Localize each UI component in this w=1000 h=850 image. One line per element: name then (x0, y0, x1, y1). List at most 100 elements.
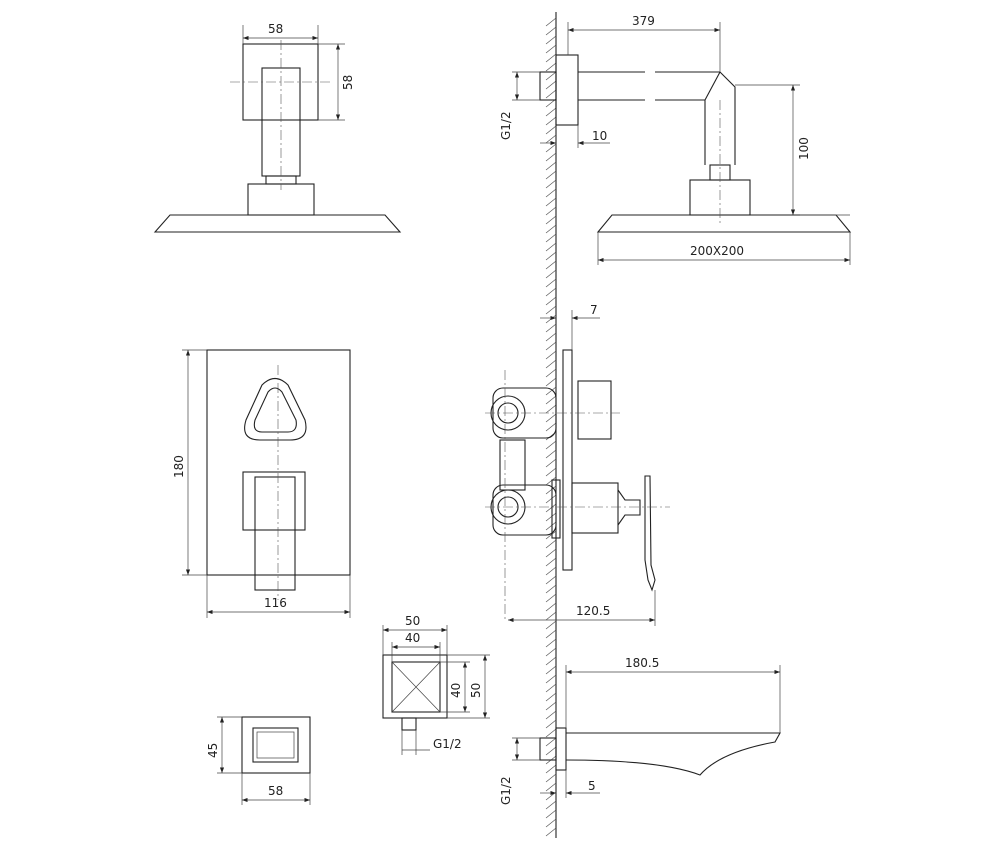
wall-hatch-line (545, 377, 557, 387)
wall-hatch-line (545, 737, 557, 747)
dim-mixer-plate-width: 116 (264, 596, 287, 610)
wall-hatch-line (545, 692, 557, 702)
dim-head-top-width: 58 (268, 22, 283, 36)
wall-hatch-line (545, 224, 557, 234)
wall-hatch-line (545, 188, 557, 198)
wall-hatch-line (545, 575, 557, 585)
wall-hatch-line (545, 467, 557, 477)
wall-hatch-line (545, 701, 557, 711)
wall-hatch-line (545, 710, 557, 720)
wall (545, 12, 557, 838)
wall-hatch-line (545, 809, 557, 819)
wall-hatch-line (545, 620, 557, 630)
wall-hatch-line (545, 782, 557, 792)
wall-hatch-line (545, 107, 557, 117)
wall-hatch-line (545, 638, 557, 648)
wall-hatch-line (545, 800, 557, 810)
wall-hatch-line (545, 179, 557, 189)
wall-hatch-line (545, 449, 557, 459)
dim-spout-plate-height: 45 (206, 743, 220, 758)
dim-outlet-inner-height: 40 (449, 683, 463, 698)
dim-outlet-outer-width: 50 (405, 614, 420, 628)
wall-hatch-line (545, 476, 557, 486)
wall-hatch-line (545, 647, 557, 657)
wall-hatch-line (545, 359, 557, 369)
wall-hatch-line (545, 665, 557, 675)
wall-hatch-line (545, 404, 557, 414)
wall-hatch-line (545, 530, 557, 540)
wall-hatch-line (545, 557, 557, 567)
wall-hatch-line (545, 773, 557, 783)
wall-hatch-line (545, 269, 557, 279)
dim-head-flange: 10 (592, 129, 607, 143)
wall-hatch-line (545, 683, 557, 693)
wall-hatch-line (545, 71, 557, 81)
wall-hatch-line (545, 278, 557, 288)
wall-hatch-line (545, 62, 557, 72)
wall-hatch-line (545, 539, 557, 549)
wall-hatch-line (545, 485, 557, 495)
wall-hatch-line (545, 314, 557, 324)
wall-hatch-line (545, 251, 557, 261)
wall-hatch-line (545, 719, 557, 729)
wall-hatch-line (545, 287, 557, 297)
wall-hatch-line (545, 26, 557, 36)
wall-hatch-line (545, 350, 557, 360)
dim-arm-length: 379 (632, 14, 655, 28)
dim-spout-length: 180.5 (625, 656, 659, 670)
wall-hatch-line (545, 305, 557, 315)
mixer-side-view: 7 120.5 (485, 303, 670, 626)
wall-hatch-line (545, 512, 557, 522)
dim-outlet-outer-height: 50 (469, 683, 483, 698)
mixer-front-view: 180 116 (172, 349, 351, 618)
wall-hatch-line (545, 584, 557, 594)
spout-side-view: 180.5 G1/2 5 (499, 656, 781, 805)
wall-hatch-line (545, 242, 557, 252)
wall-hatch-line (545, 629, 557, 639)
dim-spout-thread: G1/2 (499, 776, 513, 805)
dim-head-thread: G1/2 (499, 111, 513, 140)
dim-outlet-inner-width: 40 (405, 631, 420, 645)
wall-hatch-line (545, 422, 557, 432)
dim-mixer-plate-height: 180 (172, 455, 186, 478)
wall-hatch-line (545, 593, 557, 603)
wall-hatch-line (545, 260, 557, 270)
wall-hatch-line (545, 233, 557, 243)
wall-hatch-line (545, 566, 557, 576)
wall-hatch-line (545, 332, 557, 342)
dim-mixer-plate-depth: 7 (590, 303, 598, 317)
dim-head-size: 200X200 (690, 244, 744, 258)
wall-hatch-line (545, 296, 557, 306)
wall-hatch-line (545, 503, 557, 513)
wall-hatch-line (545, 674, 557, 684)
wall-hatch-line (545, 521, 557, 531)
wall-hatch-line (545, 818, 557, 828)
wall-hatch-line (545, 80, 557, 90)
wall-hatch-line (545, 35, 557, 45)
dim-outlet-thread: G1/2 (433, 737, 462, 751)
wall-hatch-line (545, 206, 557, 216)
shower-arm-side-view: 379 100 200X200 G1/2 10 (499, 14, 852, 265)
dim-spout-flange: 5 (588, 779, 596, 793)
wall-hatch-line (545, 611, 557, 621)
wall-hatch-line (545, 413, 557, 423)
wall-hatch-line (545, 170, 557, 180)
wall-hatch-line (545, 395, 557, 405)
wall-hatch-line (545, 161, 557, 171)
wall-hatch-line (545, 341, 557, 351)
wall-hatch-line (545, 17, 557, 27)
wall-hatch-line (545, 440, 557, 450)
wall-hatch-line (545, 494, 557, 504)
wall-hatch-line (545, 89, 557, 99)
wall-hatch-line (545, 728, 557, 738)
wall-hatch-line (545, 152, 557, 162)
wall-hatch-line (545, 656, 557, 666)
wall-hatch-line (545, 215, 557, 225)
wall-hatch-line (545, 53, 557, 63)
shower-head-top-view: 58 58 (153, 22, 402, 233)
wall-hatch-line (545, 134, 557, 144)
wall-hatch-line (545, 197, 557, 207)
dim-spout-plate-width: 58 (268, 784, 283, 798)
dim-head-drop: 100 (797, 137, 811, 160)
